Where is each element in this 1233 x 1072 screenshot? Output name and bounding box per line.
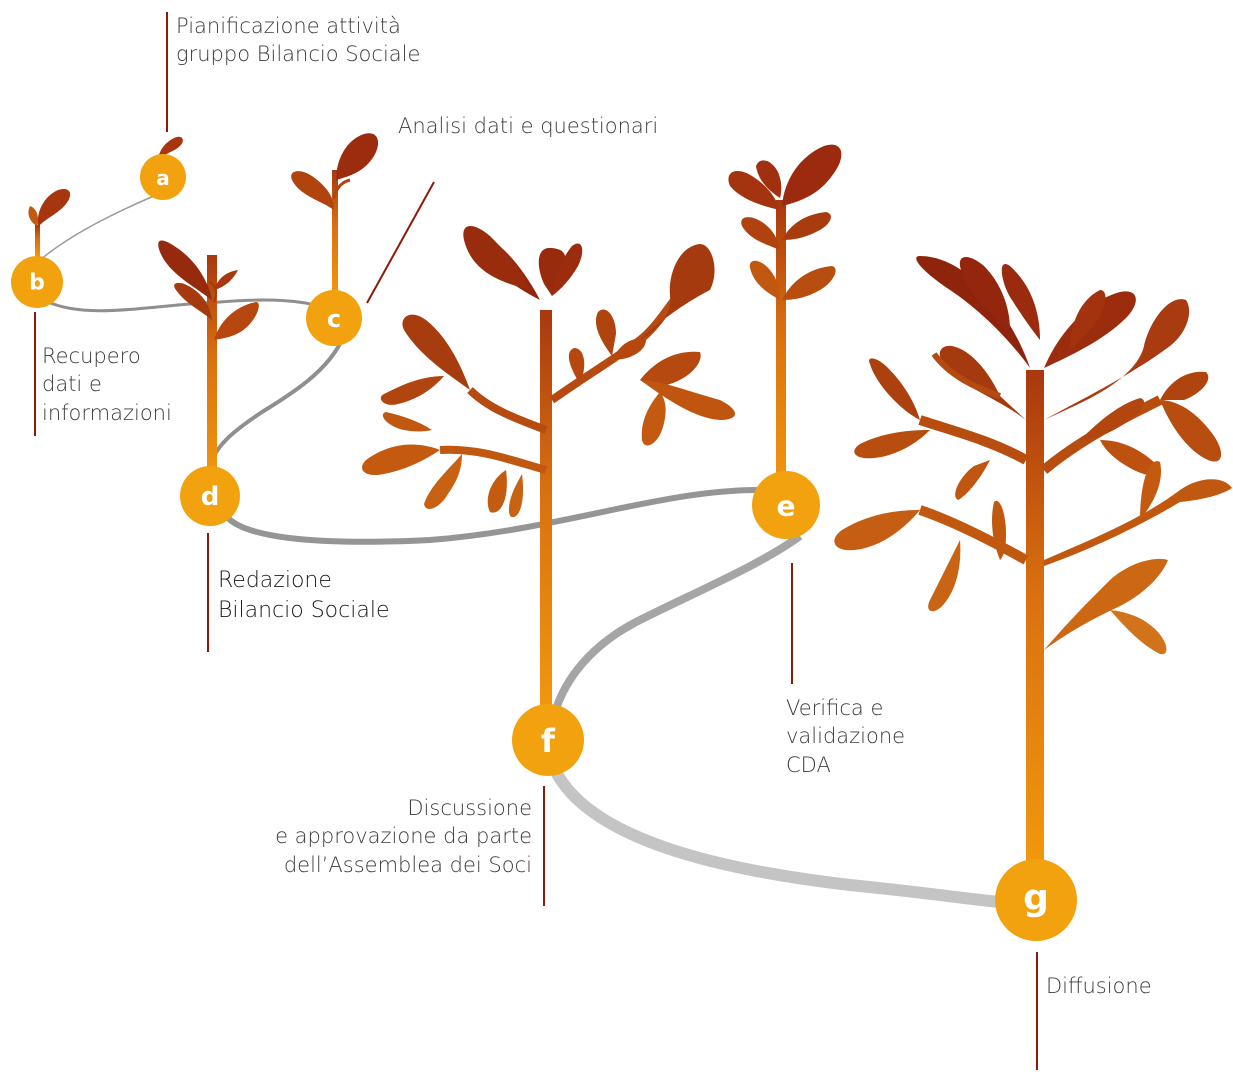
sprout-b-icon bbox=[28, 188, 71, 257]
label-e: Verifica e validazione CDA bbox=[786, 694, 905, 779]
label-f-line-2: e approvazione da parte bbox=[275, 824, 532, 849]
path-e-f bbox=[551, 532, 803, 714]
process-nodes: a b c d e f g bbox=[11, 154, 1077, 941]
path-d-e bbox=[225, 487, 759, 545]
node-g: g bbox=[995, 859, 1077, 941]
path-c-d bbox=[206, 336, 345, 471]
label-c: Analisi dati e questionari bbox=[398, 112, 658, 140]
label-a-line-1: Pianificazione attività bbox=[176, 14, 401, 38]
label-d-line-1: Redazione bbox=[218, 568, 332, 593]
label-f-line-3: dell’Assemblea dei Soci bbox=[283, 852, 532, 877]
tree-e-icon bbox=[728, 144, 842, 490]
label-d: Redazione Bilancio Sociale bbox=[218, 566, 389, 625]
label-a: Pianificazione attività gruppo Bilancio … bbox=[176, 12, 420, 69]
label-c-line-1: Analisi dati e questionari bbox=[398, 114, 659, 138]
node-e-letter: e bbox=[777, 490, 796, 523]
label-e-line-2: validazione bbox=[786, 724, 906, 749]
connector-c bbox=[366, 181, 435, 304]
node-a: a bbox=[140, 154, 186, 200]
node-a-letter: a bbox=[156, 166, 170, 190]
node-b-letter: b bbox=[29, 271, 45, 296]
node-e: e bbox=[752, 471, 820, 539]
label-b: Recupero dati e informazioni bbox=[42, 342, 172, 427]
path-a-b bbox=[39, 194, 157, 261]
label-b-line-1: Recupero bbox=[42, 344, 141, 368]
tree-g-icon bbox=[834, 256, 1232, 862]
label-f-line-1: Discussione bbox=[407, 796, 532, 820]
node-d: d bbox=[180, 466, 240, 526]
node-b: b bbox=[11, 256, 63, 308]
label-d-line-2: Bilancio Sociale bbox=[218, 597, 390, 623]
label-g-line-1: Diffusione bbox=[1046, 974, 1152, 998]
label-f: Discussione e approvazione da parte dell… bbox=[275, 794, 532, 879]
process-paths bbox=[39, 194, 1001, 908]
node-d-letter: d bbox=[201, 482, 220, 512]
label-b-line-3: informazioni bbox=[42, 400, 172, 425]
path-f-g bbox=[549, 767, 1001, 908]
label-g: Diffusione bbox=[1046, 972, 1152, 1000]
node-f-letter: f bbox=[541, 722, 556, 760]
tree-f-icon bbox=[362, 225, 735, 712]
label-e-line-1: Verifica e bbox=[786, 696, 884, 720]
node-g-letter: g bbox=[1023, 878, 1049, 919]
tree-d-icon bbox=[158, 240, 259, 480]
node-c: c bbox=[306, 290, 362, 346]
node-f: f bbox=[512, 704, 584, 776]
label-a-line-2: gruppo Bilancio Sociale bbox=[176, 42, 421, 67]
node-c-letter: c bbox=[327, 305, 341, 333]
sprout-c-icon bbox=[291, 133, 379, 294]
label-e-line-3: CDA bbox=[786, 752, 831, 777]
label-b-line-2: dati e bbox=[42, 372, 102, 397]
label-connectors bbox=[34, 12, 1038, 1070]
